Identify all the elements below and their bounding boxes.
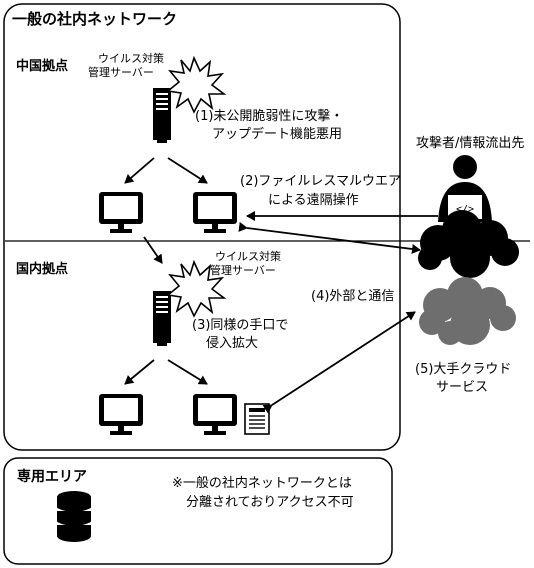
step5-line1: (5)大手クラウド [415, 362, 512, 377]
arrow-china-pc-attacker-bidir [238, 222, 421, 254]
dedicated-area-frame [3, 457, 393, 565]
general-network-title: 一般の社内ネットワーク [12, 10, 178, 28]
step3-line2: 侵入拡大 [206, 336, 259, 351]
domestic-base-label: 国内拠点 [16, 262, 69, 277]
attacker-cloud-icon [418, 210, 519, 278]
hacker-icon: </> [438, 155, 492, 222]
dedicated-note-line2: 分離されておりアクセス不可 [186, 495, 354, 510]
svg-text:</>: </> [456, 204, 474, 215]
china-explosion-icon [167, 57, 225, 113]
arrow-china-server-to-right [167, 157, 208, 184]
step5-line2: サービス [436, 380, 489, 395]
database-icon [56, 491, 92, 542]
china-server-icon [153, 88, 171, 143]
attacker-label: 攻撃者/情報流出先 [416, 136, 525, 151]
dedicated-note-line1: ※一般の社内ネットワークとは [172, 476, 352, 491]
china-server-label-1: ウイルス対策 [98, 52, 164, 65]
china-monitor-left-icon [99, 192, 143, 233]
domestic-server-icon [153, 291, 171, 346]
china-server-label-2: 管理サーバー [88, 66, 154, 79]
document-icon [244, 403, 270, 435]
step1-line2: アップデート機能悪用 [212, 127, 343, 142]
step4-label: (4)外部と通信 [311, 289, 395, 304]
domestic-server-label-2: 管理サーバー [210, 264, 276, 277]
china-monitor-right-icon [193, 192, 237, 233]
step2-line1: (2)ファイルレスマルウエア [240, 174, 402, 189]
arrow-domestic-server-to-left [124, 359, 155, 385]
arrow-china-server-to-left [124, 157, 155, 184]
cloud-service-icon [419, 277, 516, 345]
arrow-china-to-domestic [143, 236, 163, 264]
domestic-monitor-right-icon [193, 394, 237, 435]
arrows [124, 157, 438, 414]
step2-line2: による遠隔操作 [268, 193, 359, 208]
domestic-server-label-1: ウイルス対策 [215, 250, 281, 263]
step1-line1: (1)未公開脆弱性に攻撃・ [195, 109, 344, 124]
domestic-monitor-left-icon [99, 394, 143, 435]
arrow-domestic-pc-cloud-bidir [262, 311, 416, 414]
china-base-label: 中国拠点 [16, 59, 69, 74]
dedicated-area-title: 専用エリア [17, 469, 87, 485]
arrow-domestic-server-to-right [167, 359, 208, 385]
step3-line1: (3)同様の手口で [192, 318, 289, 333]
